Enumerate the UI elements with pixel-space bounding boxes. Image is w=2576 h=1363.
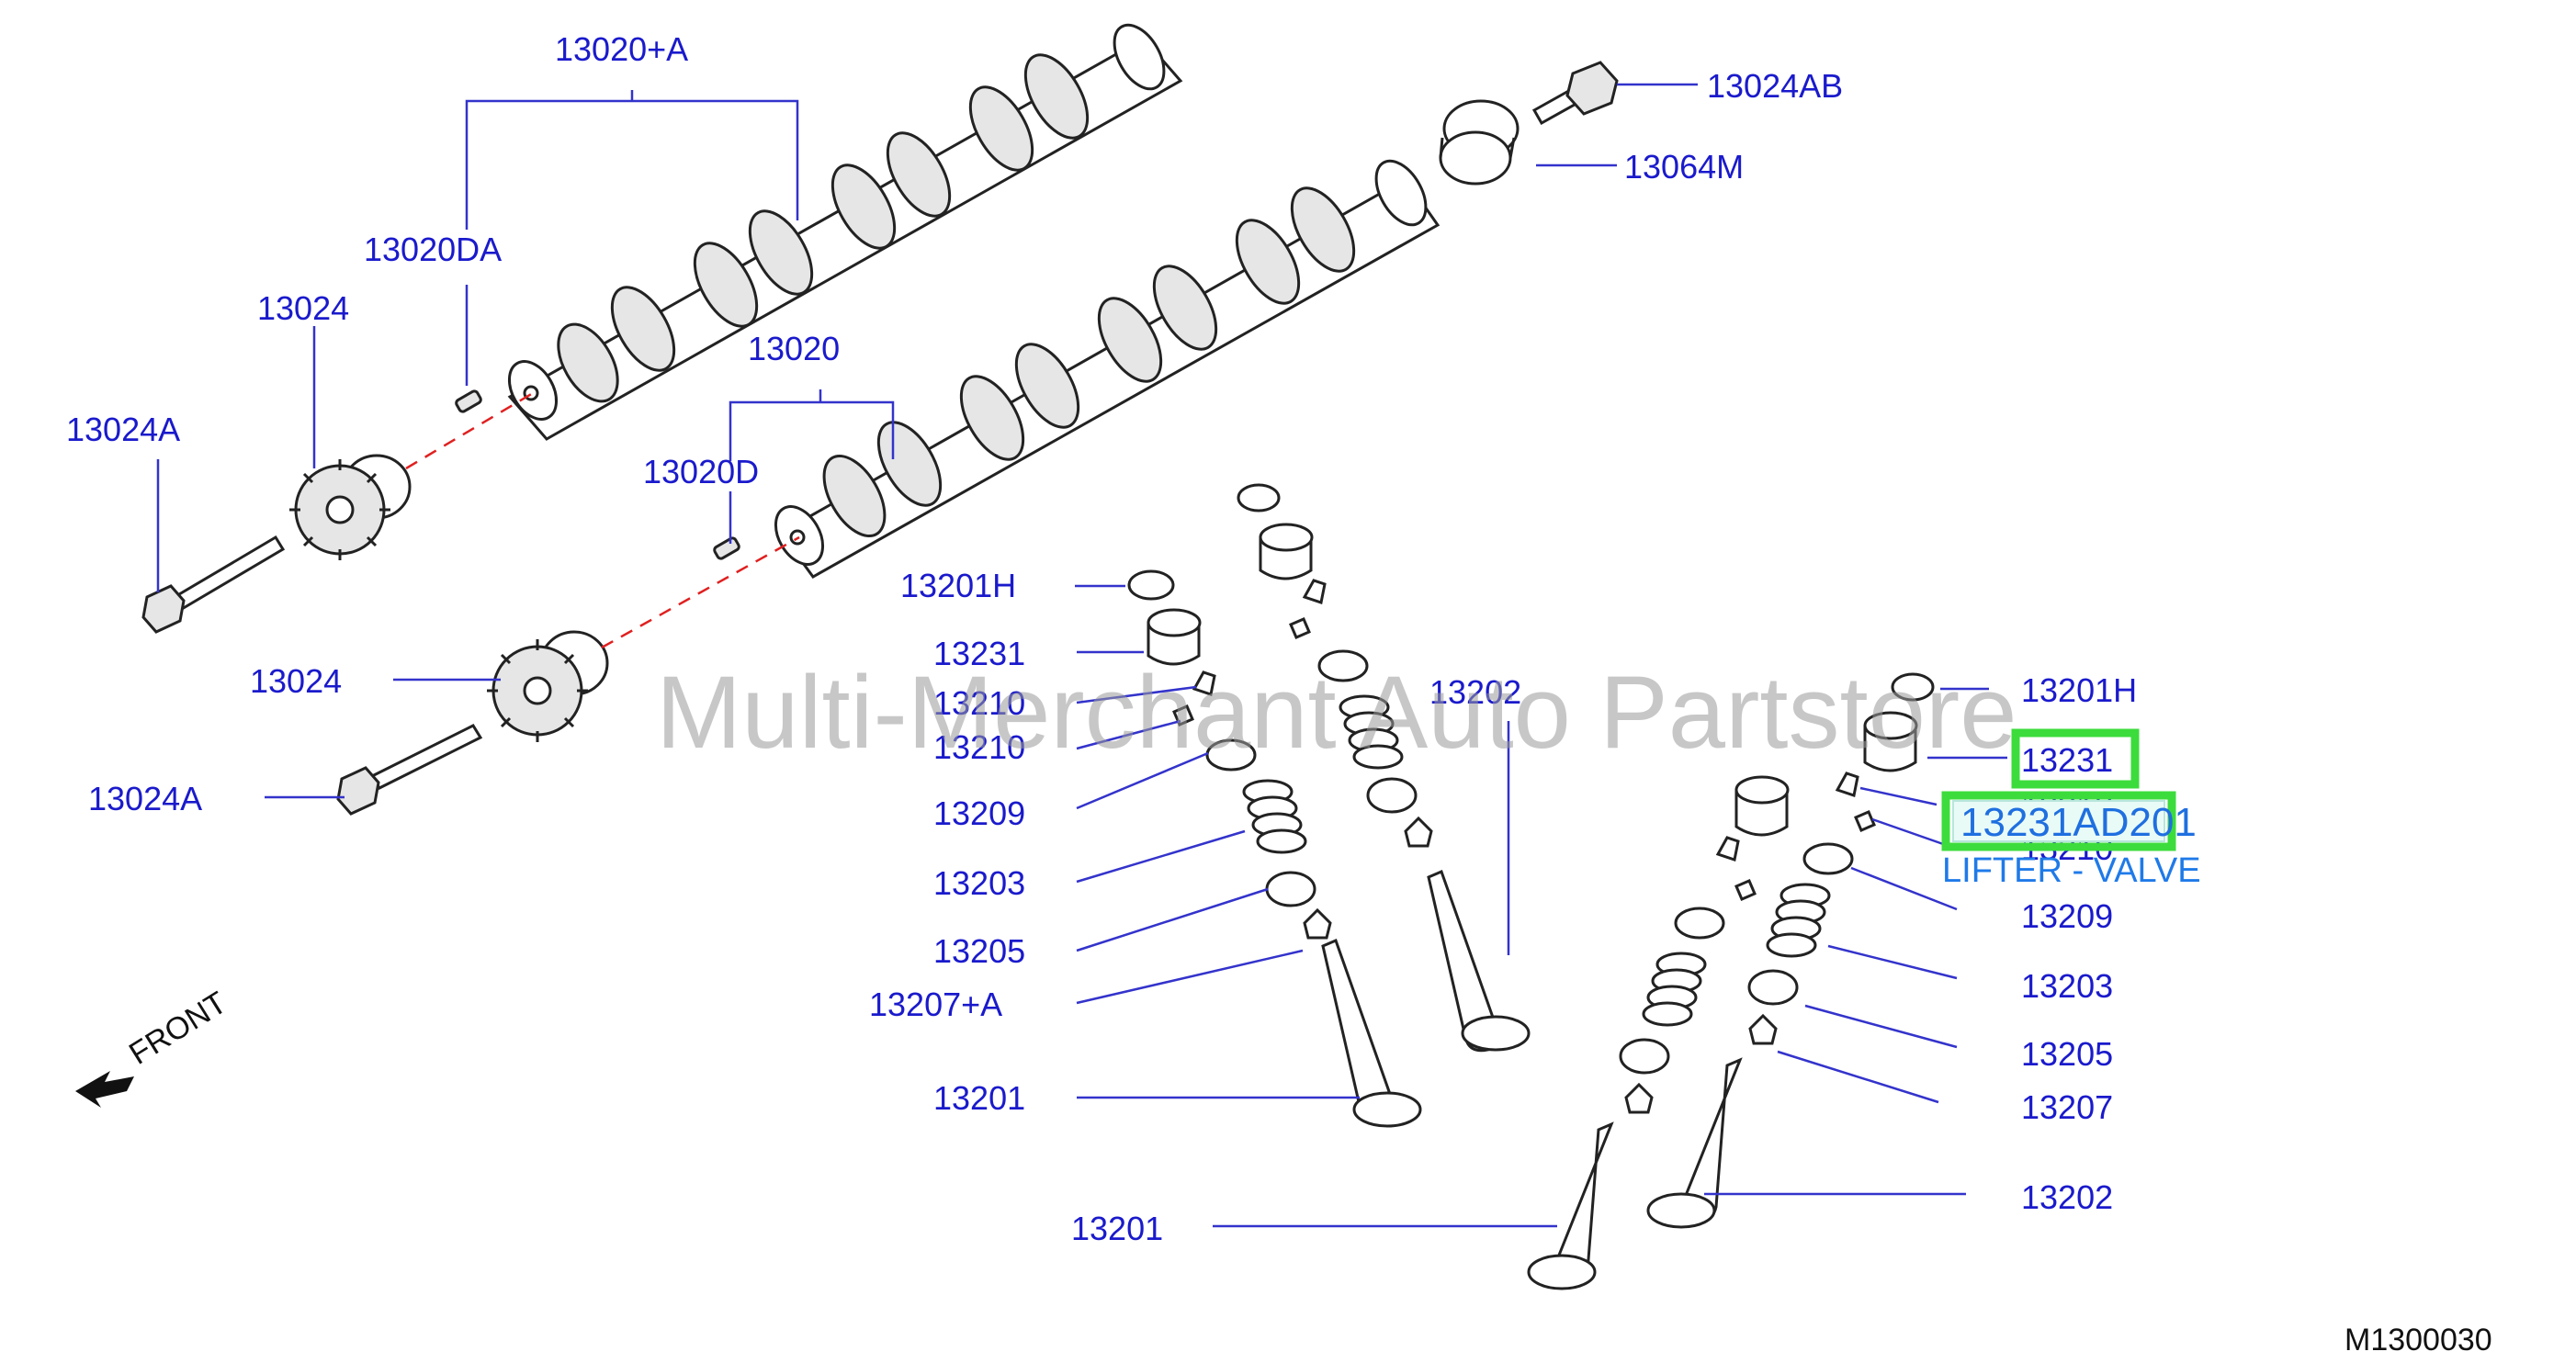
label-13205-left[interactable]: 13205 [933,932,1025,970]
label-13020[interactable]: 13020 [748,330,840,367]
label-13024-top[interactable]: 13024 [257,289,349,327]
label-13024a-top[interactable]: 13024A [66,411,180,448]
label-13024-mid[interactable]: 13024 [250,662,342,700]
camshaft-bolt-13024ab [1531,61,1619,126]
leader-lines [156,83,2007,1228]
valve-stack-right-front [1646,672,1935,1229]
highlight-13231 [2011,728,2140,789]
label-13203-left[interactable]: 13203 [933,864,1025,902]
label-13024ab[interactable]: 13024AB [1707,67,1843,105]
front-label: FRONT [123,986,232,1072]
valve-stack-right-back [1527,775,1790,1290]
label-13207-right[interactable]: 13207 [2021,1088,2113,1126]
label-13209-left[interactable]: 13209 [933,794,1025,832]
label-13201h-left[interactable]: 13201H [900,567,1016,604]
label-13020da[interactable]: 13020DA [364,231,502,268]
label-13024a-mid[interactable]: 13024A [88,780,202,817]
label-13209-right[interactable]: 13209 [2021,897,2113,935]
part-labels: 13020+A 13024AB 13064M 13020DA 13024 130… [66,30,2137,1247]
diagram-code: M1300030 [2344,1323,2492,1357]
label-13064m[interactable]: 13064M [1624,148,1744,186]
label-13207a[interactable]: 13207+A [869,986,1002,1023]
callout-description: LIFTER - VALVE [1942,851,2201,890]
label-13202-right[interactable]: 13202 [2021,1178,2113,1216]
label-13203-right[interactable]: 13203 [2021,967,2113,1005]
label-13201-bottom[interactable]: 13201 [1071,1210,1163,1247]
highlight-callout [1941,791,2176,851]
label-13201h-right[interactable]: 13201H [2021,671,2137,709]
camshaft-sprocket-top [289,454,412,560]
intake-camshaft [713,159,1441,579]
valve-stack-left [1127,569,1422,1128]
label-13231-left[interactable]: 13231 [933,635,1025,672]
callout-part-number[interactable]: 13231AD201 [1960,800,2197,845]
label-13020a[interactable]: 13020+A [555,30,688,68]
front-arrow-icon [75,1071,134,1108]
camshaft-bolt-mid [336,724,483,816]
label-13210-left-b[interactable]: 13210 [933,728,1025,766]
watermark: Multi-Merchant Auto Partstore [656,655,2017,770]
callout-background [1952,800,2165,842]
label-13210-left-a[interactable]: 13210 [933,684,1025,722]
camshaft-cap-13064m [1439,99,1520,186]
label-13231-right[interactable]: 13231 [2021,741,2113,779]
exhaust-camshaft [455,23,1183,441]
front-direction-indicator: FRONT [75,986,233,1108]
label-13201-left[interactable]: 13201 [933,1079,1025,1117]
camshaft-bolt-top [141,535,286,634]
camshaft-sprocket-mid [487,630,609,742]
valve-stack-middle [1237,483,1531,1053]
label-13020d[interactable]: 13020D [643,453,759,490]
label-13202-mid[interactable]: 13202 [1429,673,1521,711]
label-13205-right[interactable]: 13205 [2021,1035,2113,1073]
